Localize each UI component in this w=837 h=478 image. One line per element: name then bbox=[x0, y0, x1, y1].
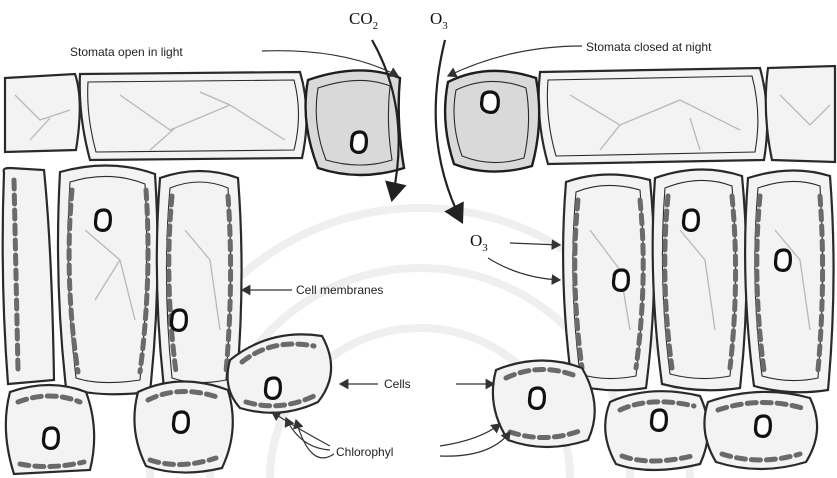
nucleus bbox=[684, 210, 699, 230]
spongy-cell bbox=[228, 334, 332, 412]
nucleus bbox=[44, 428, 59, 448]
nucleus bbox=[776, 250, 791, 270]
nucleus bbox=[652, 410, 667, 430]
cells-label: Cells bbox=[384, 377, 411, 391]
nucleus bbox=[614, 270, 629, 290]
nucleus bbox=[96, 210, 111, 230]
stomata-closed-label: Stomata closed at night bbox=[586, 40, 712, 54]
chlorophyll-label: Chlorophyl bbox=[336, 445, 393, 459]
spongy-cell bbox=[134, 381, 232, 472]
nucleus bbox=[530, 388, 545, 408]
nucleus bbox=[266, 378, 281, 398]
nucleus bbox=[482, 92, 499, 112]
epidermal-cell bbox=[80, 72, 307, 160]
o3-label-mid: O3 bbox=[470, 231, 488, 254]
spongy-cell bbox=[605, 391, 708, 470]
nucleus bbox=[352, 132, 367, 152]
palisade-cells-left bbox=[3, 165, 242, 394]
o3-label-top: O3 bbox=[430, 9, 448, 32]
spongy-cell bbox=[6, 385, 94, 474]
palisade-cell bbox=[58, 165, 158, 394]
palisade-cell bbox=[745, 170, 833, 392]
cell-membranes-label: Cell membranes bbox=[296, 283, 383, 297]
nucleus bbox=[174, 412, 189, 432]
spongy-cell bbox=[704, 392, 817, 469]
co2-label: CO2 bbox=[349, 9, 378, 32]
upper-epidermis bbox=[5, 66, 835, 164]
o3-to-cell-arrow-2 bbox=[488, 258, 560, 280]
palisade-cells-right bbox=[563, 169, 833, 392]
stomata-open-label: Stomata open in light bbox=[70, 45, 183, 59]
palisade-cell bbox=[563, 174, 654, 390]
palisade-cell bbox=[3, 168, 54, 384]
chlorophyll-leader-4 bbox=[440, 424, 500, 446]
epidermal-cell bbox=[5, 74, 80, 152]
nucleus bbox=[172, 310, 187, 330]
guard-cell-open bbox=[306, 70, 404, 175]
palisade-cell bbox=[653, 169, 747, 390]
guard-cell-closed bbox=[445, 71, 539, 172]
epidermal-cell bbox=[539, 68, 768, 164]
epidermal-cell bbox=[766, 66, 835, 162]
nucleus bbox=[756, 416, 771, 436]
